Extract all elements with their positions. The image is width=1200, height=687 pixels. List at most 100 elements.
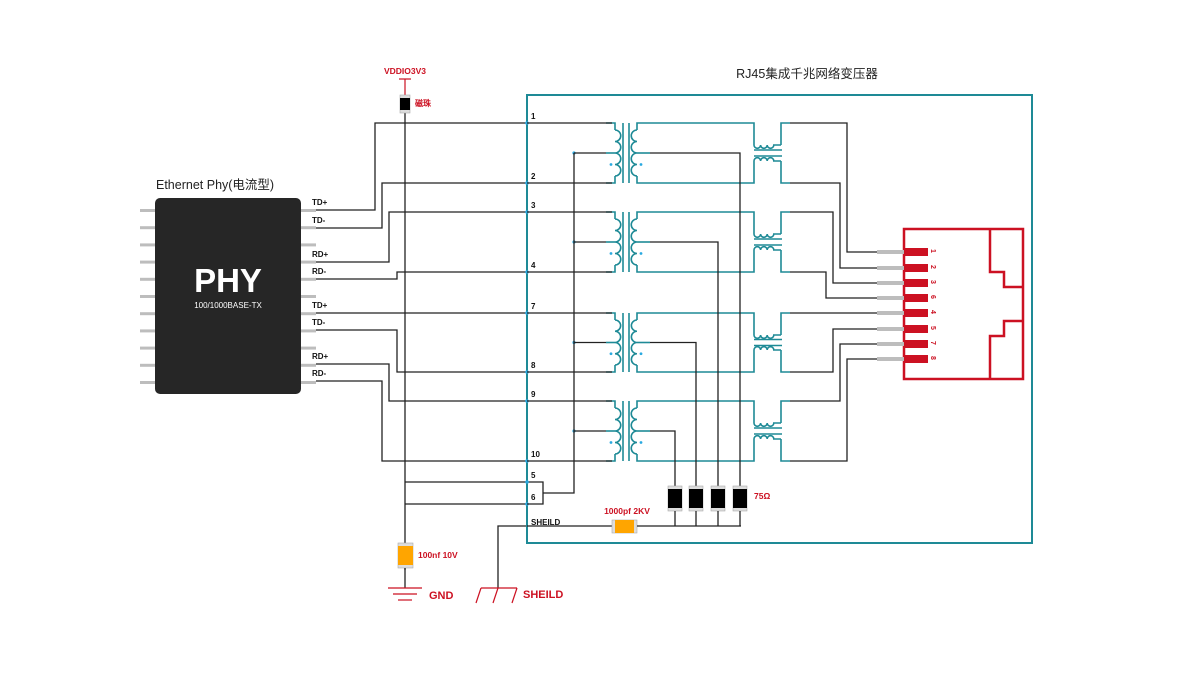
phy-left-pin: [140, 243, 155, 247]
jack-wire: [790, 211, 877, 284]
module-pin-label: 1: [531, 112, 536, 121]
phy-block: Ethernet Phy(电流型) PHY 100/1000BASE-TX TD…: [140, 178, 329, 394]
wire-rd1-plus: [316, 363, 527, 402]
phy-pin-label: TD-: [312, 318, 326, 327]
phy-to-module-wires: [316, 122, 527, 462]
phy-right-pin: [301, 226, 316, 230]
jack-wire: [790, 122, 877, 253]
module-pin-label: 3: [531, 201, 536, 210]
jack-wire: [790, 182, 877, 269]
resistor-75ohm: [710, 485, 726, 526]
wire-rd1-minus: [316, 380, 527, 462]
termination-resistors: [667, 485, 748, 526]
phy-pin-label: TD+: [312, 198, 328, 207]
choke-coil: [753, 334, 781, 340]
center-tap-wire: [650, 241, 719, 486]
phy-chip-name: PHY: [194, 262, 262, 299]
choke-coil: [753, 144, 781, 150]
phy-pin-label: RD-: [312, 369, 327, 378]
jack-pin-lead: [877, 250, 904, 254]
resistor-75ohm: [732, 485, 748, 526]
vdd-rail-label: VDDIO3V3: [384, 66, 426, 76]
phy-left-pin: [140, 346, 155, 350]
jack-contact: [904, 279, 928, 287]
jack-pin-number: 6: [929, 295, 936, 299]
phy-left-pin: [140, 277, 155, 281]
phy-pin-label: RD+: [312, 352, 329, 361]
jack-wire: [790, 328, 877, 373]
module-pin-label: 8: [531, 361, 536, 370]
jack-wire: [790, 358, 877, 462]
jack-pin-number: 2: [929, 265, 936, 269]
jack-pin-lead: [877, 296, 904, 300]
module-pin-label: 7: [531, 302, 536, 311]
phy-left-pin: [140, 260, 155, 264]
phy-chip-subtitle: 100/1000BASE-TX: [194, 301, 262, 310]
phy-left-pins: [140, 209, 155, 384]
choke-coil: [753, 233, 781, 239]
jack-contact: [904, 309, 928, 317]
primary-coil: [614, 407, 622, 455]
jack-wires: [790, 122, 877, 462]
wire-pin5: [405, 481, 544, 493]
inner-wires: [527, 122, 741, 505]
bead-label: 磁珠: [415, 98, 432, 108]
phy-right-pin: [301, 209, 316, 212]
jack-wire: [790, 343, 877, 402]
chassis-ground-symbol: [475, 587, 518, 604]
power-section: VDDIO3V3 磁珠 100nf 10V GND: [384, 66, 544, 602]
wire-td0-minus: [316, 182, 527, 229]
phy-chip: [155, 198, 301, 394]
phy-right-pin: [301, 312, 316, 316]
phy-left-pin: [140, 363, 155, 367]
module-pin-label: 2: [531, 172, 536, 181]
phy-right-pin: [301, 243, 316, 247]
phy-left-pin: [140, 209, 155, 212]
jack-contact: [904, 264, 928, 272]
pin6-link: [527, 493, 544, 505]
polarity-dot: [639, 352, 643, 356]
jack-pin-number: 5: [929, 326, 936, 330]
hv-capacitor: [611, 519, 638, 534]
phy-pin-label: TD-: [312, 216, 326, 225]
gnd-label: GND: [429, 590, 454, 602]
jack-pin-lead: [877, 357, 904, 361]
center-tap-wire: [650, 341, 697, 486]
transformer: [572, 122, 790, 184]
cap-label: 100nf 10V: [418, 550, 458, 560]
polarity-dot: [639, 441, 643, 444]
phy-left-pin: [140, 226, 155, 230]
module-pin-label: 4: [531, 261, 536, 270]
wire-td1-minus: [316, 329, 527, 373]
wire-td0-plus: [316, 122, 527, 211]
ferrite-bead: [399, 94, 411, 114]
secondary-coil: [630, 218, 638, 266]
phy-right-pin: [301, 295, 316, 298]
secondary-coil: [630, 319, 638, 366]
secondary-coil: [630, 129, 638, 177]
jack-pin-number: 3: [929, 280, 936, 284]
phy-right-pin: [301, 381, 316, 384]
shield-ground-label: SHEILD: [523, 589, 563, 601]
jack-pin-number: 1: [929, 249, 936, 253]
phy-right-pin: [301, 363, 316, 367]
module-pin-label: 9: [531, 390, 536, 399]
polarity-dot: [609, 441, 613, 444]
jack-contact: [904, 340, 928, 348]
phy-left-pin: [140, 295, 155, 298]
polarity-dot: [609, 252, 613, 255]
jack-contact: [904, 248, 928, 256]
jack-wire: [790, 271, 877, 299]
phy-left-pin: [140, 381, 155, 384]
polarity-dot: [609, 163, 613, 166]
module-border: [526, 94, 1033, 544]
phy-title: Ethernet Phy(电流型): [156, 178, 274, 192]
phy-right-pin: [301, 346, 316, 350]
decoupling-capacitor: [397, 542, 414, 569]
phy-right-pin: [301, 260, 316, 264]
jack-pin-number: 8: [929, 356, 936, 360]
polarity-dot: [639, 163, 643, 166]
module-pin-label: 10: [531, 450, 540, 459]
